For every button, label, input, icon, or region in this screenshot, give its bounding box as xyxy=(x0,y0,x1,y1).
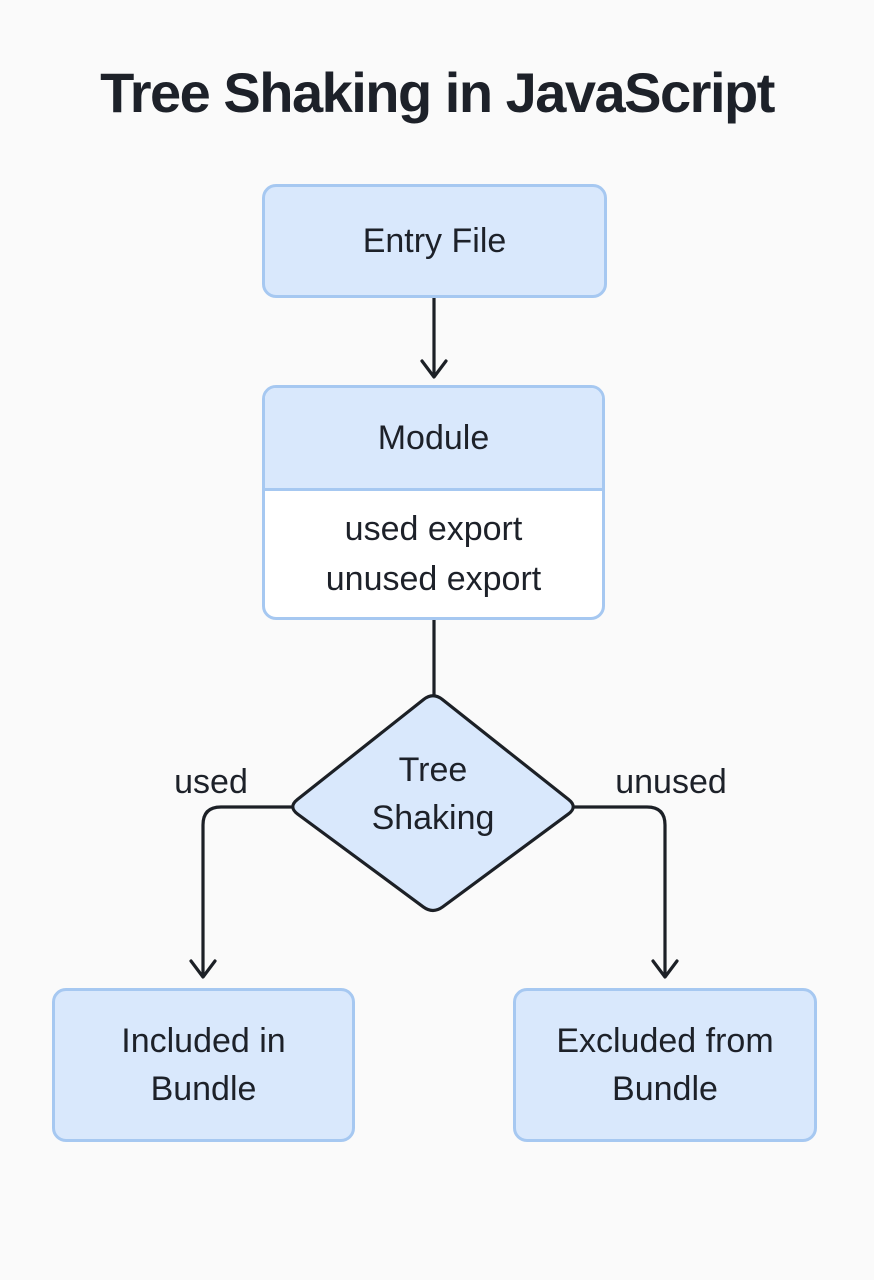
used-branch-label: used xyxy=(174,763,248,801)
included-in-bundle-label: Included in Bundle xyxy=(121,1022,286,1108)
module-export-used: used export xyxy=(344,510,523,548)
decision-label: Tree Shaking xyxy=(371,751,495,837)
module-exports-list: used export unused export xyxy=(265,491,602,617)
node-excluded-from-bundle: Excluded from Bundle xyxy=(513,988,817,1142)
edge-unused-branch xyxy=(573,805,667,976)
arrowhead-entry-to-module-icon xyxy=(420,359,448,379)
edge-used-branch xyxy=(201,805,293,976)
entry-file-label: Entry File xyxy=(362,222,507,260)
arrowhead-unused-branch-icon xyxy=(651,959,679,979)
page-title: Tree Shaking in JavaScript xyxy=(100,61,775,124)
node-included-in-bundle: Included in Bundle xyxy=(52,988,355,1142)
excluded-from-bundle-label: Excluded from Bundle xyxy=(556,1022,774,1108)
decision-diamond xyxy=(291,694,575,913)
module-title: Module xyxy=(377,418,490,457)
node-entry-file: Entry File xyxy=(262,184,607,298)
unused-branch-label: unused xyxy=(615,763,727,801)
module-export-unused: unused export xyxy=(325,560,542,598)
arrowhead-used-branch-icon xyxy=(189,959,217,979)
module-header: Module xyxy=(265,388,602,491)
node-module: Module used export unused export xyxy=(262,385,605,620)
